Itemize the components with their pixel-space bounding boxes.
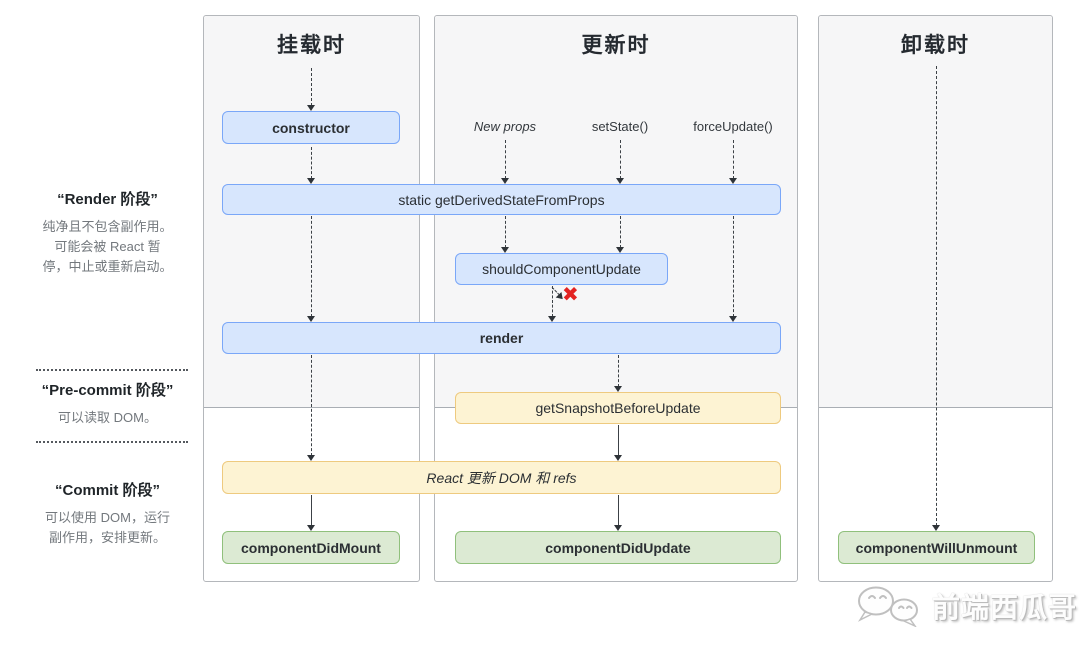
watermark-text: 前端西瓜哥 — [932, 592, 1078, 623]
phase-commit-desc: 可以使用 DOM，运行 副作用，安排更新。 — [45, 510, 170, 545]
node-constructor: constructor — [222, 111, 400, 144]
column-mounting-title: 挂载时 — [277, 34, 346, 57]
wechat-icon — [857, 586, 918, 627]
flow-arrow — [614, 355, 623, 392]
flow-arrow — [614, 495, 623, 531]
flow-arrow — [307, 495, 316, 531]
phase-divider — [36, 369, 188, 371]
column-updating-title: 更新时 — [581, 34, 651, 57]
trigger-new-props: New props — [473, 119, 537, 134]
phase-divider — [36, 441, 188, 443]
phase-render-desc: 纯净且不包含副作用。 可能会被 React 暂 停，中止或重新启动。 — [42, 219, 173, 274]
phase-precommit-desc: 可以读取 DOM。 — [58, 410, 157, 425]
node-component-did-mount: componentDidMount — [222, 531, 400, 564]
phase-render-title: “Render 阶段” — [57, 191, 158, 208]
flow-arrow — [548, 286, 557, 322]
watermark: 前端西瓜哥 — [852, 585, 1077, 627]
flow-arrow — [932, 66, 941, 531]
node-get-snapshot: getSnapshotBeforeUpdate — [455, 392, 781, 424]
column-unmounting: 卸载时 — [818, 15, 1053, 582]
flow-arrow — [501, 216, 510, 253]
node-component-will-unmount: componentWillUnmount — [838, 531, 1035, 564]
trigger-set-state: setState() — [591, 119, 649, 134]
node-should-component-update: shouldComponentUpdate — [455, 253, 668, 285]
phase-commit-title: “Commit 阶段” — [54, 482, 160, 499]
flow-arrow — [616, 216, 625, 253]
phase-label-precommit: “Pre-commit 阶段” 可以读取 DOM。 — [25, 379, 190, 428]
node-get-derived-state: static getDerivedStateFromProps — [222, 184, 781, 215]
node-component-did-update: componentDidUpdate — [455, 531, 781, 564]
node-render: render — [222, 322, 781, 354]
flow-arrow — [729, 140, 738, 184]
phase-label-commit: “Commit 阶段” 可以使用 DOM，运行 副作用，安排更新。 — [25, 479, 190, 548]
flow-arrow — [616, 140, 625, 184]
flow-arrow — [614, 425, 623, 461]
render-phase-background — [819, 16, 1052, 408]
flow-arrow — [307, 147, 316, 184]
flow-arrow — [307, 68, 316, 111]
stop-update-icon: ✖ — [562, 284, 579, 306]
column-unmounting-title: 卸载时 — [901, 34, 970, 57]
flow-arrow — [307, 216, 316, 322]
phase-precommit-title: “Pre-commit 阶段” — [41, 382, 174, 399]
node-react-updates-dom: React 更新 DOM 和 refs — [222, 461, 781, 494]
trigger-force-update: forceUpdate() — [693, 119, 773, 134]
flow-arrow — [307, 355, 316, 461]
flow-arrow — [729, 216, 738, 322]
phase-label-render: “Render 阶段” 纯净且不包含副作用。 可能会被 React 暂 停，中止… — [25, 188, 190, 277]
flow-arrow — [501, 140, 510, 184]
